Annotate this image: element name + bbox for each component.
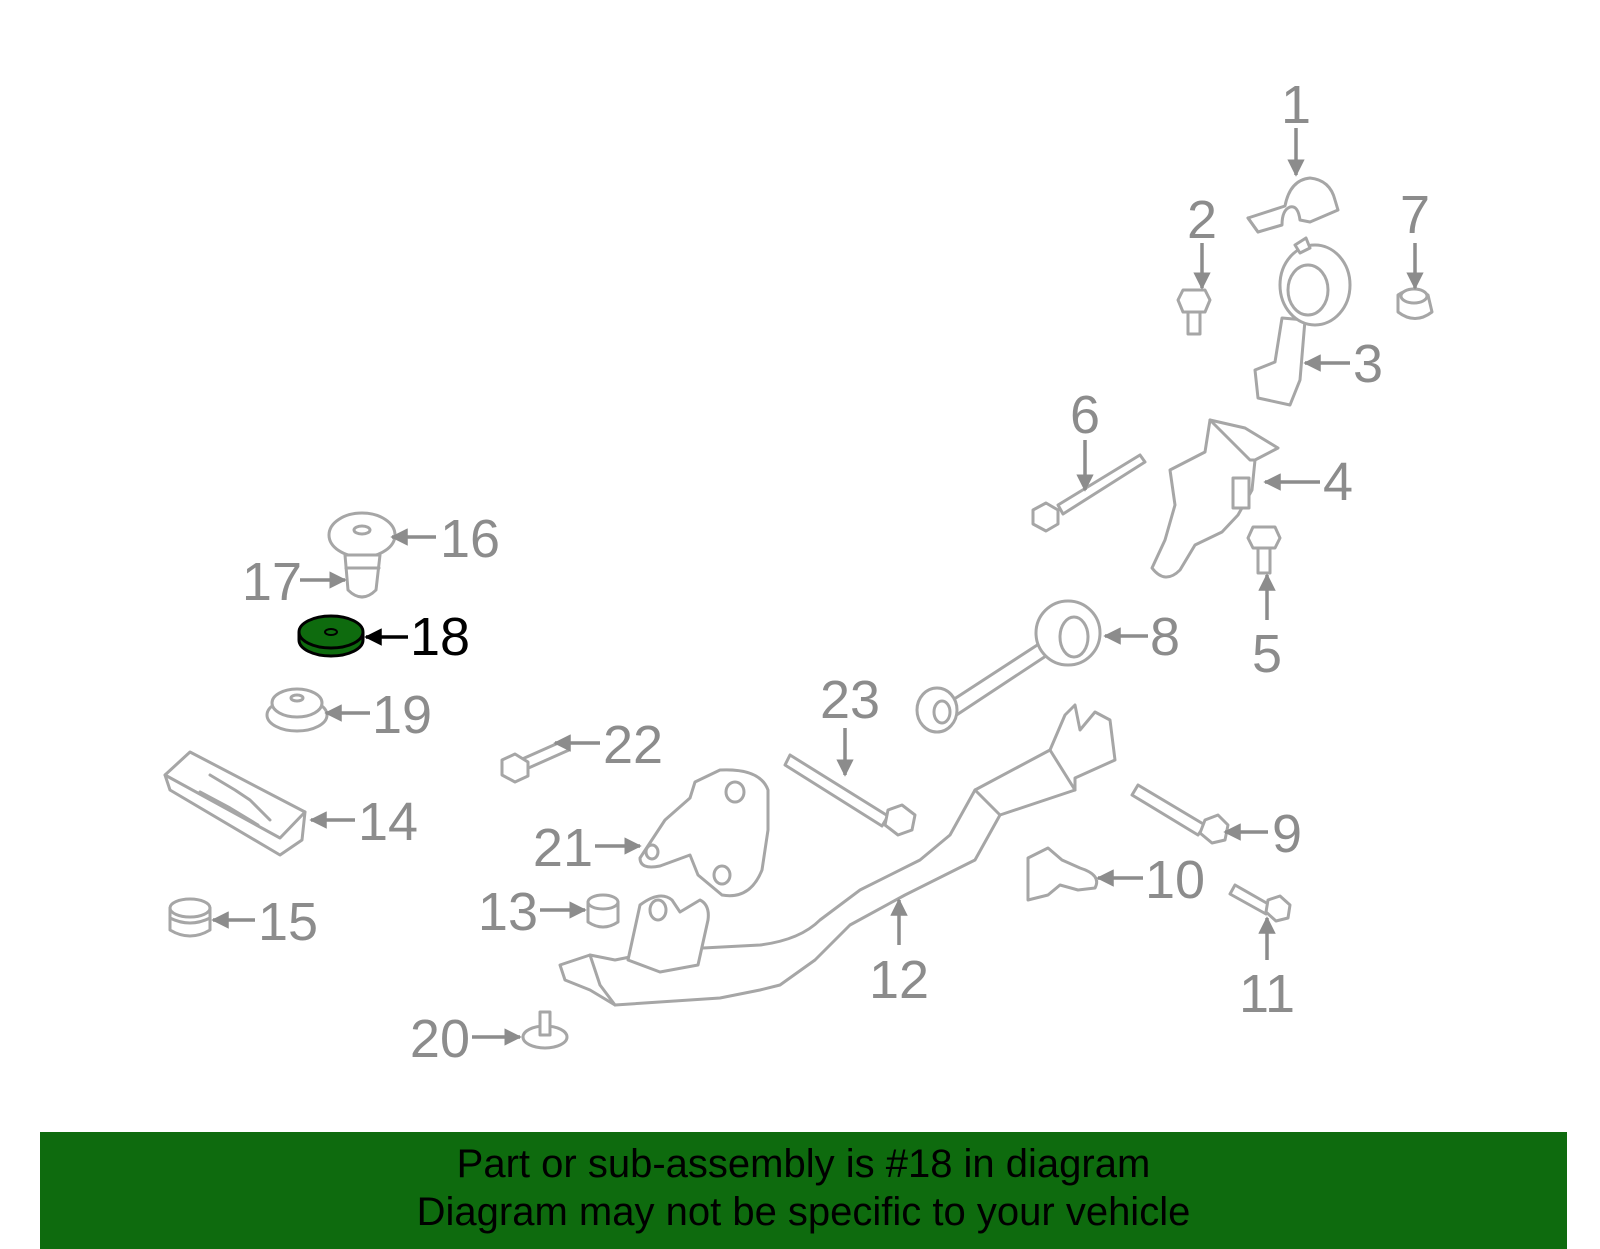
part-1-bracket[interactable] [1246,176,1340,234]
part-11-bolt[interactable] [1228,883,1292,923]
callout-10[interactable]: 10 [1145,850,1205,910]
part-22-bolt[interactable] [500,738,571,784]
callout-14[interactable]: 14 [358,792,418,852]
callout-9[interactable]: 9 [1272,804,1302,864]
part-15-bushing[interactable] [168,897,212,938]
part-13-bumper[interactable] [586,893,620,929]
callout-arrows [211,128,1424,1046]
callout-1[interactable]: 1 [1281,75,1311,135]
info-banner: Part or sub-assembly is #18 in diagram D… [40,1132,1567,1249]
callout-12[interactable]: 12 [869,950,929,1010]
part-5-bolt[interactable] [1246,525,1282,575]
callout-19[interactable]: 19 [372,685,432,745]
callout-8[interactable]: 8 [1150,607,1180,667]
callout-18-highlighted[interactable]: 18 [410,607,470,667]
callout-16[interactable]: 16 [440,509,500,569]
callout-13[interactable]: 13 [478,882,538,942]
callout-4[interactable]: 4 [1323,452,1353,512]
part-10-clip[interactable] [1026,846,1099,902]
banner-line-disclaimer: Diagram may not be specific to your vehi… [416,1190,1191,1234]
part-20-stud[interactable] [521,1010,569,1050]
part-3-bushing[interactable] [1253,236,1352,407]
part-14-skid-plate[interactable] [163,750,307,857]
callout-15[interactable]: 15 [258,892,318,952]
banner-line-part-number: Part or sub-assembly is #18 in diagram [456,1142,1151,1186]
callout-21[interactable]: 21 [533,818,593,878]
callout-17[interactable]: 17 [242,552,302,612]
part-9-bolt[interactable] [1130,783,1230,845]
part-18-insulator-highlighted[interactable] [297,614,365,658]
part-17-sleeve[interactable] [343,553,382,599]
callout-23[interactable]: 23 [820,670,880,730]
part-4-mount-bracket[interactable] [1150,418,1280,579]
part-12-crossmember[interactable] [558,703,1117,1007]
callout-22[interactable]: 22 [603,715,663,775]
part-2-bolt[interactable] [1176,288,1212,336]
callout-7[interactable]: 7 [1400,185,1430,245]
part-8-control-arm[interactable] [915,599,1102,734]
callout-labels: 1 2 3 4 5 6 7 8 9 10 11 12 13 14 15 16 1… [242,75,1430,1069]
part-23-long-bolt[interactable] [783,753,917,837]
callout-6[interactable]: 6 [1070,385,1100,445]
callout-3[interactable]: 3 [1353,334,1383,394]
part-21-bracket[interactable] [638,768,770,898]
part-19-insulator[interactable] [265,687,329,733]
part-16-cap[interactable] [327,511,397,559]
part-6-long-bolt[interactable] [1031,453,1147,533]
callout-11[interactable]: 11 [1239,964,1295,1024]
callout-2[interactable]: 2 [1187,190,1217,250]
callout-20[interactable]: 20 [410,1009,470,1069]
part-7-nut[interactable] [1396,287,1434,320]
callout-5[interactable]: 5 [1252,624,1282,684]
